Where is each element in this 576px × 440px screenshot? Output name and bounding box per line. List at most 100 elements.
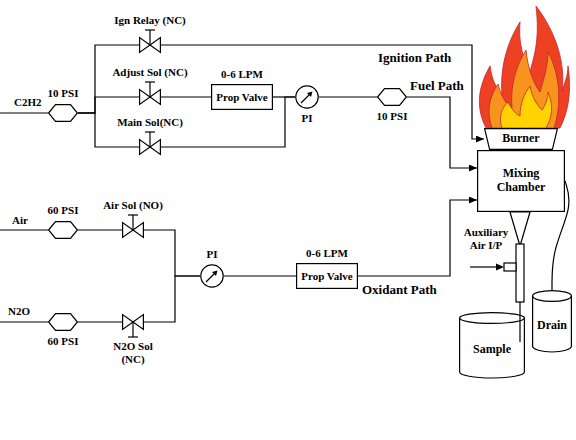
cylinder-top	[460, 313, 525, 324]
part-label: Ign Relay (NC)	[114, 14, 186, 27]
flow-line	[161, 45, 484, 139]
valve-stem	[132, 322, 133, 337]
valve-stem	[132, 215, 133, 230]
solenoid-valve: Air Sol (NO)	[122, 222, 144, 238]
pressure-indicator: PI	[200, 264, 224, 288]
gas-name: Air	[12, 214, 28, 227]
node-text: Sample	[473, 343, 511, 357]
solenoid-valve: Ign Relay (NC)	[139, 37, 161, 53]
flow-line	[78, 45, 139, 113]
cylinder-body	[460, 318, 525, 378]
valve-actuator	[128, 214, 138, 215]
node-text: Prop Valve	[216, 91, 267, 104]
part-label: N2O Sol (NC)	[107, 340, 159, 365]
part-label: 0-6 LPM	[221, 68, 263, 81]
part-label: 60 PSI	[48, 335, 79, 348]
valve-actuator	[145, 81, 155, 82]
part-label: 60 PSI	[48, 204, 79, 217]
part-label: PI	[207, 248, 218, 261]
part-label: 0-6 LPM	[306, 247, 348, 260]
solenoid-valve-outline	[139, 89, 161, 105]
pressure-indicator-outline	[295, 85, 319, 109]
burner: Burner	[484, 128, 558, 150]
node-text: Burner	[502, 132, 539, 146]
pressure-regulator: 60 PSI	[48, 313, 78, 331]
valve-actuator	[128, 336, 138, 337]
valve-stem	[149, 82, 150, 97]
proportional-valve: 0-6 LPMProp Valve	[296, 263, 358, 289]
solenoid-valve: Main Sol(NC)	[139, 139, 161, 155]
flow-line	[224, 275, 296, 276]
box-outline	[297, 264, 358, 289]
valve-stem	[149, 132, 150, 147]
pressure-indicator-outline	[200, 264, 224, 288]
inlet-label: Auxiliary Air I/P	[458, 226, 514, 251]
drain-container: Drain	[532, 290, 572, 352]
valve-triangle	[150, 38, 160, 53]
path-label: Oxidant Path	[362, 283, 437, 298]
part-label: 10 PSI	[48, 87, 79, 100]
flow-line	[273, 96, 295, 97]
flow-line	[358, 200, 477, 276]
cylinder-body	[533, 296, 572, 352]
flame	[479, 6, 569, 128]
valve-stem	[149, 30, 150, 45]
gas-name: N2O	[8, 305, 30, 318]
flame-inner	[500, 86, 551, 128]
flow-line	[161, 96, 211, 97]
burner-outline	[485, 129, 558, 150]
box-outline	[478, 151, 565, 212]
auxiliary-air-arrowhead	[496, 264, 504, 271]
solenoid-valve: Adjust Sol (NC)	[139, 89, 161, 105]
flow-line	[319, 96, 377, 97]
part-label: Adjust Sol (NC)	[112, 66, 187, 79]
regulator-hexagon	[378, 89, 407, 106]
valve-triangle	[140, 140, 150, 155]
node-text: Drain	[537, 319, 567, 333]
path-label: Fuel Path	[410, 79, 464, 94]
flame-outer	[479, 6, 569, 128]
pressure-regulator: 60 PSI	[48, 221, 78, 239]
proportional-valve: 0-6 LPMProp Valve	[211, 84, 273, 110]
valve-triangle	[150, 140, 160, 155]
valve-triangle	[123, 223, 133, 238]
pressure-regulator-outline	[377, 88, 407, 106]
pressure-regulator-outline	[48, 104, 78, 122]
pressure-regulator-outline	[48, 313, 78, 331]
regulator-hexagon	[49, 314, 78, 331]
solenoid-valve-outline	[122, 314, 144, 330]
regulator-hexagon	[49, 222, 78, 239]
valve-actuator	[145, 29, 155, 30]
gauge-needle-head	[212, 271, 218, 277]
gauge-dial	[201, 265, 223, 287]
nebulizer-side-arm	[504, 263, 516, 271]
solenoid-valve-outline	[122, 222, 144, 238]
valve-triangle	[133, 315, 143, 330]
pressure-indicator: PI	[295, 85, 319, 109]
nebulizer-cone	[510, 212, 530, 246]
pressure-regulator: 10 PSI	[377, 88, 407, 106]
solenoid-valve-outline	[139, 37, 161, 53]
flow-line	[144, 230, 200, 276]
pressure-regulator-outline	[48, 221, 78, 239]
node-text: Prop Valve	[301, 270, 352, 283]
capillary	[519, 302, 520, 342]
gas-name: C2H2	[14, 96, 42, 109]
valve-triangle	[150, 90, 160, 105]
auxiliary-air-arrow	[470, 266, 498, 267]
nebulizer-tube	[516, 244, 524, 302]
part-label: Main Sol(NC)	[117, 116, 183, 129]
gauge-needle-head	[307, 92, 313, 98]
flow-line	[78, 97, 139, 113]
flow-line	[78, 321, 122, 322]
flow-line	[144, 276, 200, 322]
sample-container: Sample	[459, 312, 525, 378]
part-label: 10 PSI	[377, 110, 408, 123]
part-label: PI	[302, 112, 313, 125]
box-outline	[212, 85, 273, 110]
mixing-chamber: Mixing Chamber	[477, 150, 565, 212]
cylinder-top	[533, 291, 572, 302]
flame-middle	[489, 50, 559, 128]
